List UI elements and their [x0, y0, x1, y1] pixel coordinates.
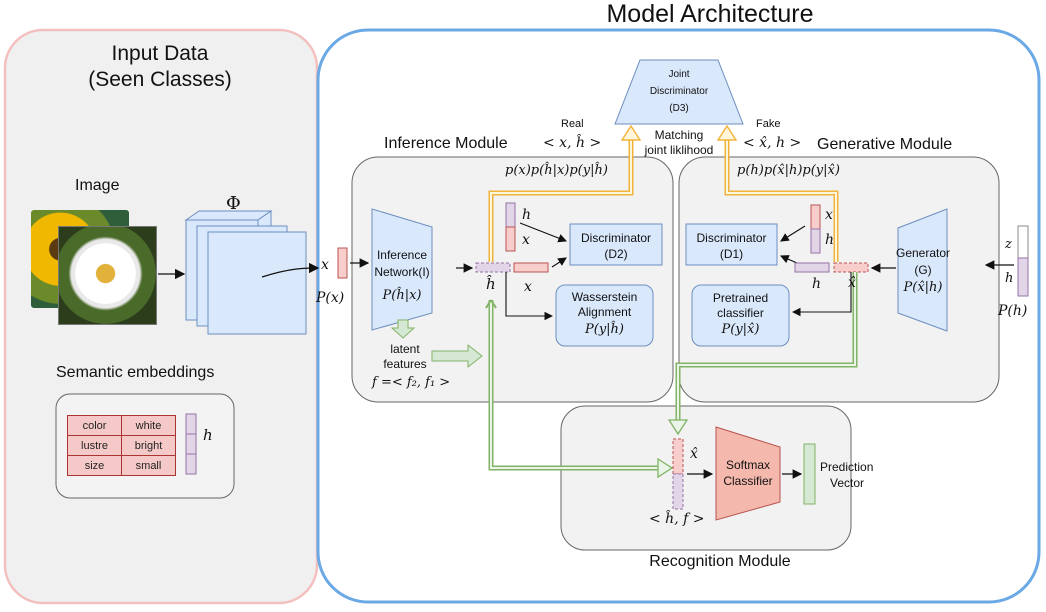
- prediction-label-line2: Vector: [830, 476, 865, 490]
- x-input-label: x: [321, 257, 329, 273]
- inference-formula: p(x)p(ĥ|x)p(y|ĥ): [505, 163, 608, 178]
- wasserstein-label-line1: Wasserstein: [571, 290, 638, 304]
- inference-network-shape: [371, 208, 433, 331]
- daisy-image: [58, 226, 157, 325]
- table-row: size small: [67, 455, 176, 476]
- generator-label-line2: (G): [914, 263, 932, 277]
- inference-network-label2: Network(I): [374, 265, 430, 279]
- h-hat-label: ĥ: [486, 275, 496, 293]
- gen-x-hat-label: x̂: [848, 275, 856, 291]
- d3-label-line2: Discriminator: [649, 86, 709, 97]
- discriminator-d1: [685, 223, 778, 266]
- gen-stack-h-label: h: [825, 232, 835, 248]
- phi-label: Φ: [226, 193, 241, 214]
- semantic-h-label: h: [203, 426, 213, 444]
- softmax-classifier-shape: [715, 426, 781, 521]
- recognition-x-hat-vector: [672, 438, 684, 475]
- table-cell: small: [121, 455, 176, 476]
- recognition-h-hat-vector: [672, 473, 684, 510]
- table-cell: bright: [121, 435, 176, 456]
- ph-label: P(h): [998, 303, 1028, 319]
- gen-stack-x-label: x: [825, 207, 833, 223]
- fake-label: Fake: [756, 118, 781, 130]
- table-cell: lustre: [67, 435, 122, 456]
- table-row: lustre bright: [67, 435, 176, 456]
- table-cell: color: [67, 415, 122, 436]
- latent-label-line2: features: [383, 357, 427, 371]
- d2-label-line2: (D2): [604, 247, 628, 261]
- generator-prob: P(x̂|h): [903, 280, 943, 295]
- h-input-vector: [1017, 257, 1029, 297]
- wasserstein-alignment-box: [555, 284, 654, 347]
- wasserstein-label-line2: Alignment: [577, 305, 632, 319]
- page-title: Model Architecture: [606, 0, 814, 28]
- inference-module-title: Inference Module: [384, 135, 508, 152]
- phi-to-x-arrow: [261, 262, 320, 278]
- latent-down-arrow: [390, 319, 416, 339]
- discriminator-d2: [569, 223, 663, 266]
- pretrained-prob: P(y|x̂): [721, 322, 760, 337]
- h-input-label: h: [1005, 271, 1014, 286]
- x-input-vector: [337, 247, 348, 279]
- matching-label-line1: Matching: [654, 128, 704, 142]
- stack-h-vector: [505, 202, 516, 228]
- phi-feature-extractor: [184, 210, 307, 335]
- input-data-title: Input Data: [111, 42, 209, 65]
- semantic-h-vector: [185, 413, 197, 475]
- input-data-subtitle: (Seen Classes): [88, 68, 232, 91]
- wasserstein-prob: P(y|ĥ): [585, 322, 624, 337]
- latent-label-line1: latent: [390, 342, 420, 356]
- softmax-label-line2: Classifier: [723, 474, 773, 488]
- generative-formula: p(h)p(x̂|h)p(y|x̂): [737, 163, 840, 178]
- d3-label-line3: (D3): [669, 103, 689, 114]
- prediction-label-line1: Prediction: [820, 460, 874, 474]
- gen-h-label: h: [812, 276, 822, 292]
- real-label: Real: [561, 118, 584, 130]
- gen-stack-h-vector: [810, 228, 821, 254]
- x-vector-inference: [513, 262, 549, 273]
- gen-h-vector: [794, 262, 830, 273]
- semantic-embeddings-label: Semantic embeddings: [56, 364, 215, 381]
- table-cell: size: [67, 455, 122, 476]
- stack-x-vector: [505, 226, 516, 252]
- semantic-attribute-table: color white lustre bright size small: [67, 415, 176, 476]
- gen-x-hat-vector: [833, 262, 869, 273]
- prediction-vector: [803, 443, 816, 505]
- stack-h-label: h: [522, 207, 532, 223]
- generative-module-title: Generative Module: [817, 136, 953, 153]
- d2-label-line1: Discriminator: [580, 231, 651, 245]
- inference-network-prob: P(ĥ|x): [382, 288, 422, 303]
- table-row: color white: [67, 415, 176, 436]
- px-label: P(x): [316, 290, 345, 306]
- z-input-label: z: [1005, 237, 1012, 252]
- stack-x-label: x: [522, 232, 530, 248]
- image-label: Image: [75, 177, 120, 194]
- x-label-inference: x: [524, 279, 532, 295]
- h-hat-vector: [475, 262, 511, 273]
- latent-right-arrow: [431, 343, 483, 369]
- pretrained-label-line1: Pretrained: [712, 291, 769, 305]
- real-pair-label: < x, ĥ >: [543, 135, 602, 151]
- generator-shape: [897, 208, 948, 332]
- inference-network-label1: Inference: [376, 248, 428, 262]
- recognition-x-hat-label: x̂: [690, 446, 698, 462]
- joint-discriminator-d3: [614, 59, 744, 125]
- d3-label-line1: Joint: [668, 69, 690, 80]
- softmax-label-line1: Softmax: [725, 458, 770, 472]
- pretrained-classifier-box: [691, 284, 790, 347]
- generator-label-line1: Generator: [895, 246, 951, 260]
- z-input-vector: [1017, 225, 1029, 259]
- table-cell: white: [121, 415, 176, 436]
- d1-label-line1: Discriminator: [696, 231, 767, 245]
- f-formula: f =< f₂, f₁ >: [372, 375, 451, 390]
- fake-pair-label: < x̂, h >: [743, 135, 802, 151]
- recognition-module-title: Recognition Module: [649, 553, 791, 570]
- d1-label-line2: (D1): [719, 247, 744, 261]
- matching-label-line2: joint liklihood: [644, 143, 714, 157]
- pretrained-label-line2: classifier: [717, 306, 764, 320]
- recognition-pair-label: < ĥ, f >: [649, 511, 705, 527]
- gen-stack-x-vector: [810, 204, 821, 230]
